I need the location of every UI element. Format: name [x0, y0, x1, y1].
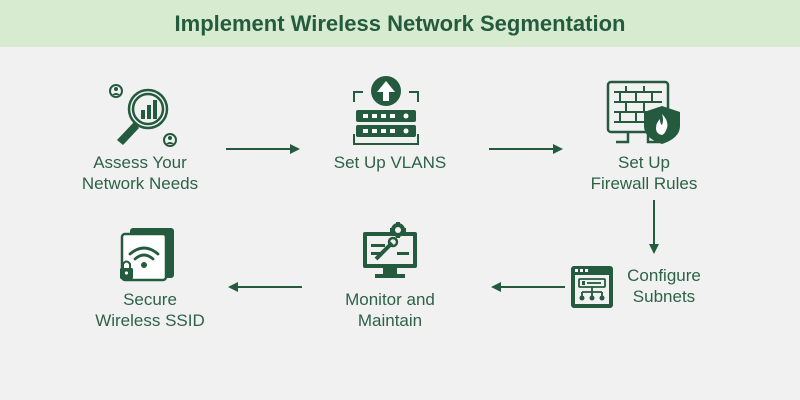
step-label-firewall: Set Up Firewall Rules [564, 152, 724, 194]
arrow-left-icon [491, 282, 565, 292]
step-label-line: Configure [627, 266, 701, 285]
header-banner: Implement Wireless Network Segmentation [0, 0, 800, 47]
arrow-left-icon [228, 282, 302, 292]
vlan-switch-upload-icon [353, 76, 419, 145]
step-label-line: Subnets [632, 287, 696, 306]
arrow-down-icon [649, 200, 659, 254]
step-label-line: Network Needs [81, 174, 199, 193]
step-label-line: Monitor and [345, 290, 435, 309]
step-label-subnets: Configure Subnets [614, 265, 714, 307]
step-label-monitor: Monitor and Maintain [310, 289, 470, 331]
step-label-line: Assess Your [93, 153, 187, 172]
subnet-window-icon [571, 266, 613, 308]
arrow-right-icon [226, 144, 300, 154]
magnifier-chart-people-icon [109, 84, 177, 147]
step-label-line: Wireless SSID [95, 311, 205, 330]
step-label-line: Maintain [357, 311, 423, 330]
firewall-shield-icon [606, 80, 680, 144]
page-title: Implement Wireless Network Segmentation [174, 10, 626, 36]
arrow-right-icon [489, 144, 563, 154]
monitor-gear-wrench-icon [363, 222, 417, 278]
step-label-line: Secure [123, 290, 177, 309]
step-label-assess: Assess Your Network Needs [60, 152, 220, 194]
step-label-line: Firewall Rules [590, 174, 698, 193]
step-label-vlans: Set Up VLANS [310, 152, 470, 173]
step-label-line: Set Up VLANS [333, 153, 447, 172]
step-label-line: Set Up [618, 153, 670, 172]
step-label-ssid: Secure Wireless SSID [70, 289, 230, 331]
wifi-lock-icon [120, 228, 174, 282]
